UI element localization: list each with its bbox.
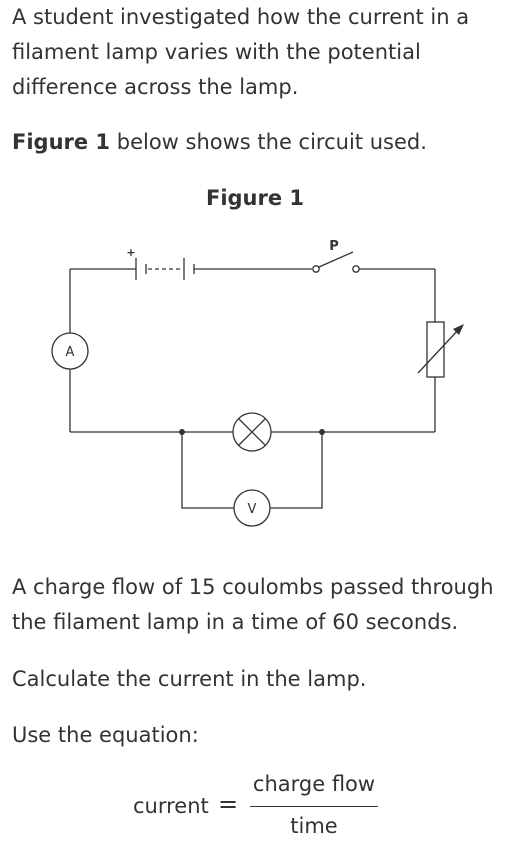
wire-voltmeter-right [270,432,323,509]
switch-icon [312,251,360,273]
figure-reference-rest: below shows the circuit used. [110,130,427,154]
equation-denominator: time [290,814,338,838]
junction-dot-right [319,429,325,435]
equation-equals: = [218,790,239,818]
fraction-bar [250,806,378,807]
switch-label: P [329,239,339,254]
junction-dot-left [179,429,185,435]
figure-reference-bold: Figure 1 [12,130,111,154]
calculate-instruction: Calculate the current in the lamp. [12,667,367,691]
filament-lamp-icon [232,412,272,452]
ammeter-label: A [66,345,75,360]
variable-resistor-icon [417,321,461,378]
battery-icon [135,258,195,280]
figure-title: Figure 1 [205,186,305,210]
voltmeter-label: V [248,502,257,517]
wire-voltmeter-left [181,432,234,509]
intro-text: A student investigated how the current i… [12,5,470,99]
variable-resistor-arrow-icon [453,324,464,335]
figure-reference-text: Figure 1 below shows the circuit used. [12,125,512,160]
use-equation-text: Use the equation: [12,723,199,747]
equation: current = charge flow time [0,765,521,845]
battery-plus-label: + [126,246,135,259]
circuit-diagram: + P A V [51,239,464,527]
equation-numerator: charge flow [252,772,376,796]
equation-lhs: current [133,794,209,818]
charge-flow-text: A charge flow of 15 coulombs passed thro… [12,575,494,634]
